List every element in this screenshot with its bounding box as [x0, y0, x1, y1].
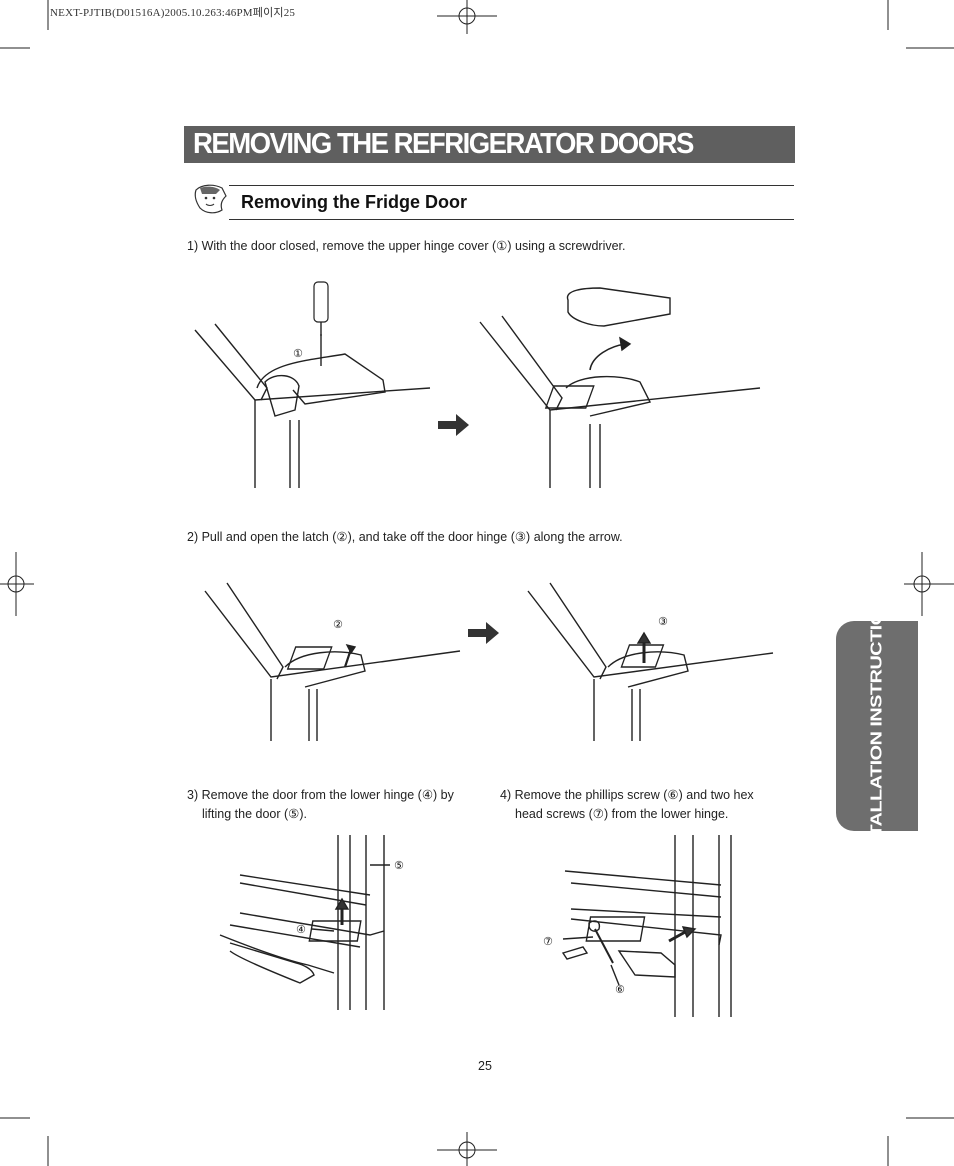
side-tab-label: INSTALLATION INSTRUCTIONS — [868, 583, 886, 869]
arrow-right-icon — [438, 414, 469, 436]
callout-4: ④ — [296, 923, 306, 936]
arrow-right-icon-2 — [468, 622, 499, 644]
callout-7: ⑦ — [543, 935, 553, 948]
subheading-rule-bottom — [229, 219, 794, 220]
callout-1: ① — [293, 347, 303, 360]
side-tab: INSTALLATION INSTRUCTIONS — [836, 584, 918, 868]
step-1-figure-left: ① — [194, 281, 431, 488]
callout-3: ③ — [658, 615, 668, 628]
step-3-text-line-2: lifting the door (⑤). — [202, 807, 307, 821]
callout-2: ② — [333, 618, 343, 631]
step-2-figure-left: ② — [204, 582, 461, 741]
print-header: NEXT-PJTIB(D01516A)2005.10.263:46PM페이지25 — [50, 7, 296, 19]
step-2-text: 2) Pull and open the latch (②), and take… — [187, 530, 623, 544]
subheading: Removing the Fridge Door — [241, 192, 468, 212]
step-3-figure: ④ ⑤ — [219, 835, 404, 1010]
step-4-text-line-1: 4) Remove the phillips screw (⑥) and two… — [500, 788, 754, 802]
subheading-rule-top — [229, 185, 794, 186]
step-4-figure: ⑦ ⑥ — [543, 835, 732, 1017]
step-3-text-line-1: 3) Remove the door from the lower hinge … — [187, 788, 454, 802]
callout-5: ⑤ — [394, 859, 404, 872]
step-4-text-line-2: head screws (⑦) from the lower hinge. — [515, 807, 729, 821]
step-2-figure-right: ③ — [527, 582, 774, 741]
callout-6: ⑥ — [615, 983, 625, 996]
page-number: 25 — [478, 1059, 492, 1073]
step-1-text: 1) With the door closed, remove the uppe… — [187, 239, 626, 253]
page-title: REMOVING THE REFRIGERATOR DOORS — [193, 128, 694, 160]
title-bar: REMOVING THE REFRIGERATOR DOORS — [184, 126, 795, 163]
step-1-figure-right — [479, 287, 761, 488]
pointing-hand-icon — [194, 184, 227, 214]
